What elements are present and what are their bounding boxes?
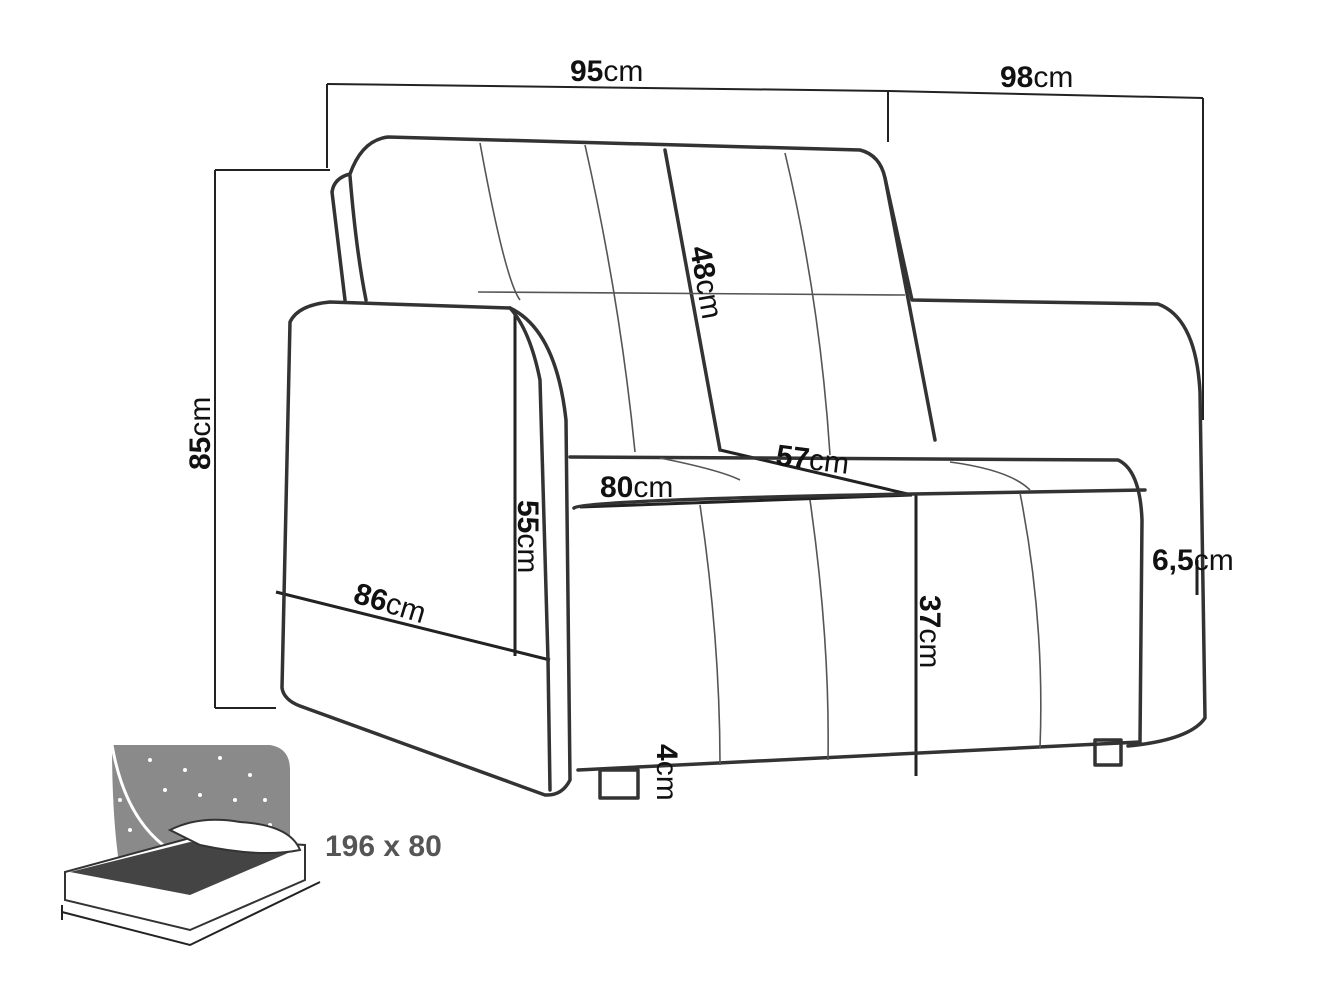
width-label: 95cm — [570, 55, 643, 88]
height-label: 85cm — [184, 397, 217, 470]
armrest-length-label: 86cm — [350, 577, 430, 630]
backrest-height-label: 48cm — [683, 243, 728, 321]
dimension-labels: 95cm 98cm 85cm 48cm 57cm 80cm 55cm 86cm … — [184, 55, 1234, 863]
leg-height-label: 4cm — [650, 744, 683, 801]
armrest-height-label: 55cm — [511, 500, 544, 573]
seat-depth-label: 57cm — [774, 439, 851, 481]
dimension-lines — [214, 83, 1204, 776]
armrest-width-label: 6,5cm — [1152, 544, 1234, 577]
sleeping-area-label: 196 x 80 — [325, 830, 442, 863]
bed-icon — [61, 744, 321, 947]
seat-height-label: 37cm — [913, 595, 946, 668]
seat-width-label: 80cm — [600, 471, 673, 504]
sofa-drawing — [280, 135, 1207, 800]
depth-label: 98cm — [1000, 61, 1073, 94]
